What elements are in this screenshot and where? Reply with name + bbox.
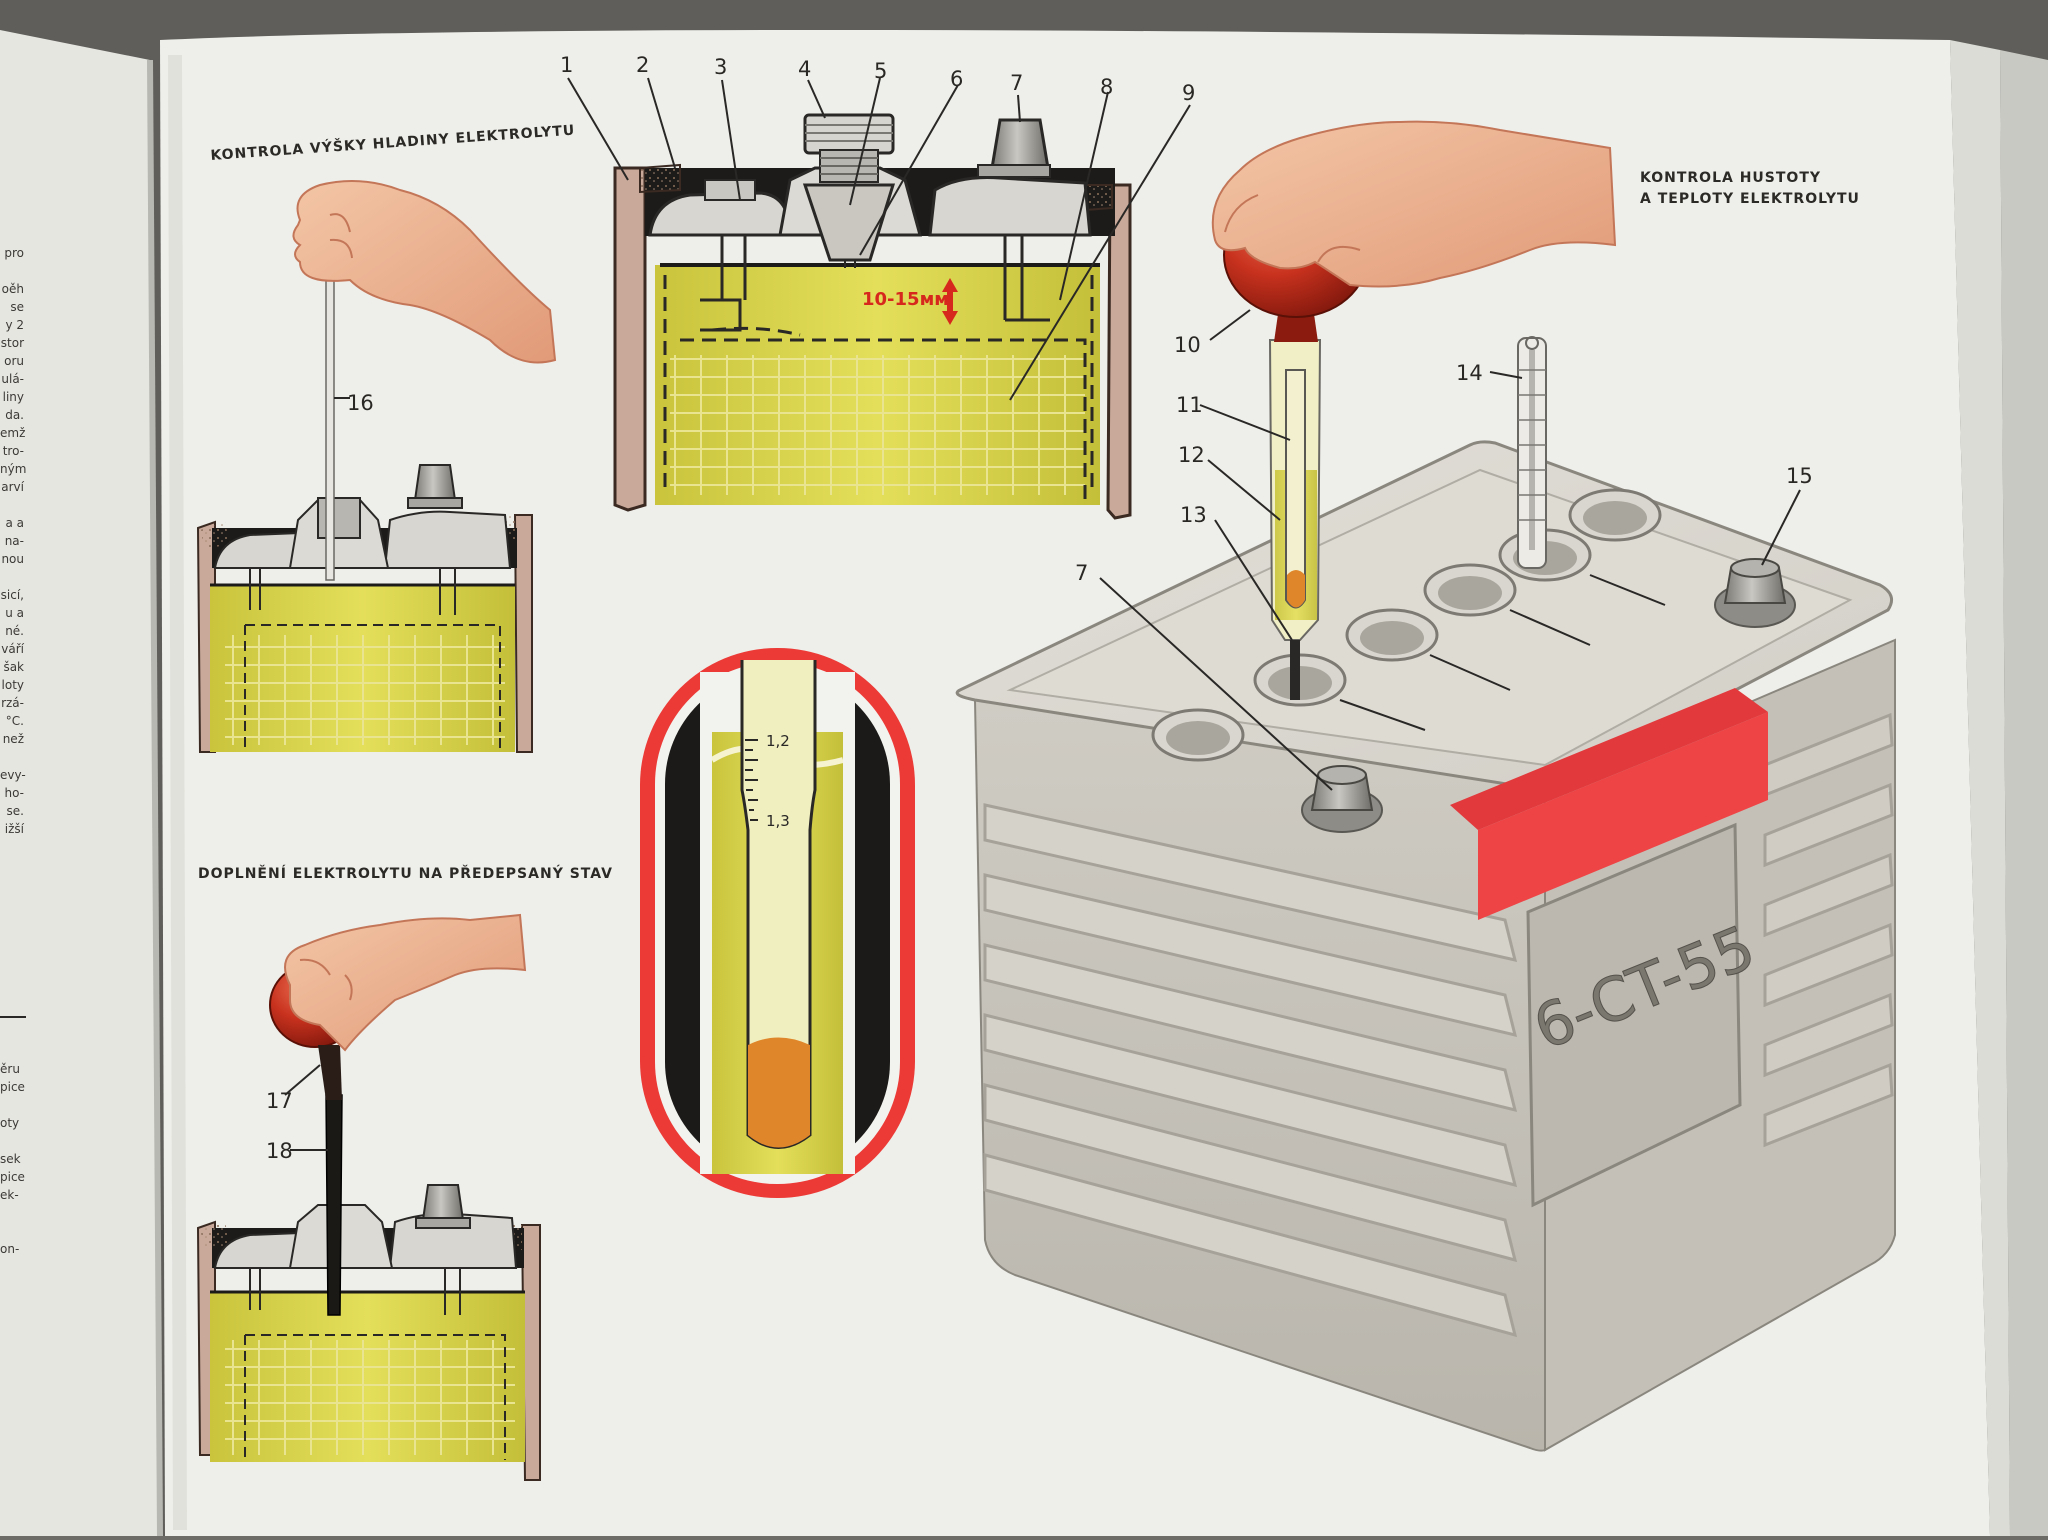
battery-front-face [973,698,1546,1452]
label-16: 16 [347,391,374,415]
cover-block-right [928,176,1092,237]
label-11: 11 [1176,393,1203,417]
section-diagram: 10-15мм [613,113,1132,520]
label-14: 14 [1456,361,1483,385]
syringe-tube-18 [325,1094,343,1316]
scale-label-13: 1,3 [766,812,790,830]
side-ribs [1763,712,1894,1148]
caption-topping-up: DOPLNĚNÍ ELEKTROLYTU NA PŘEDEPSANÝ STAV [198,866,613,882]
caption-density-line1: KONTROLA HUSTOTY [1640,170,1822,186]
label-12: 12 [1178,443,1205,467]
page-stack [2000,50,2048,1536]
leader-lines-right [1099,309,1801,791]
red-stripe [1478,712,1768,920]
page-curl-shadow [168,54,187,1531]
label-13: 13 [1180,503,1207,527]
terminal-left-top [704,179,756,201]
label-3: 3 [714,55,727,79]
label-7b: 7 [1075,561,1088,585]
label-1: 1 [560,53,573,77]
label-5: 5 [874,59,887,83]
terminal-post [990,118,1050,170]
label-17: 17 [266,1089,293,1113]
left-page [0,30,160,1536]
sealing-compound-left [639,163,681,194]
front-ribs [983,803,1518,1338]
hand-level-check [292,180,557,364]
terminal-base [977,164,1051,178]
case-wall-left [613,166,647,512]
left-page-rule [0,1016,26,1018]
level-check-illustration: 16 [196,180,557,753]
battery-terminals [1301,558,1796,833]
hydrometer-ballast [748,1037,810,1148]
label-6: 6 [950,67,963,91]
battery-top-recess [1006,468,1853,767]
label-10: 10 [1174,333,1201,357]
topping-up-illustration: 17 18 [196,913,541,1481]
label-2: 2 [636,53,649,77]
label-15: 15 [1786,464,1813,488]
label-18: 18 [266,1139,293,1163]
caption-density-line2: A TEPLOTY ELEKTROLYTU [1640,191,1860,207]
strap-right [1003,236,1050,322]
model-panel [1526,822,1742,1208]
plate-outline-dashed [663,275,1094,500]
leader-lines-top [567,77,1191,401]
label-7: 7 [1010,71,1023,95]
labels-top: 1 2 3 4 5 6 7 8 9 [560,53,1195,105]
small-terminal-post [413,464,457,501]
plates-top-diagram [670,355,1085,495]
label-9: 9 [1182,81,1195,105]
scale-label-12: 1,2 [766,732,790,750]
label-8: 8 [1100,75,1113,99]
sealing-compound-right [1084,184,1113,212]
level-range-label: 10-15мм [862,289,949,310]
filler-tube [802,183,896,262]
strap-left [720,236,747,300]
hand-density-check [1211,120,1617,288]
thermometer-14 [1517,336,1547,569]
book-gutter [147,59,163,1537]
labels-right: 10 11 12 13 7 14 15 [1075,333,1813,585]
hand-topping-up [284,913,527,1052]
level-range-arrow [942,278,958,325]
hydrometer-magnifier: 1,2 1,3 [640,648,915,1198]
cell-divider-lines [1339,574,1666,731]
cap-ridges [805,124,893,142]
filler-openings [1151,488,1662,762]
battery-6ct55: 6-CT-55 [955,120,1896,1452]
page-edges [1950,40,2010,1536]
label-4: 4 [798,57,811,81]
case-wall-right [1106,183,1132,520]
